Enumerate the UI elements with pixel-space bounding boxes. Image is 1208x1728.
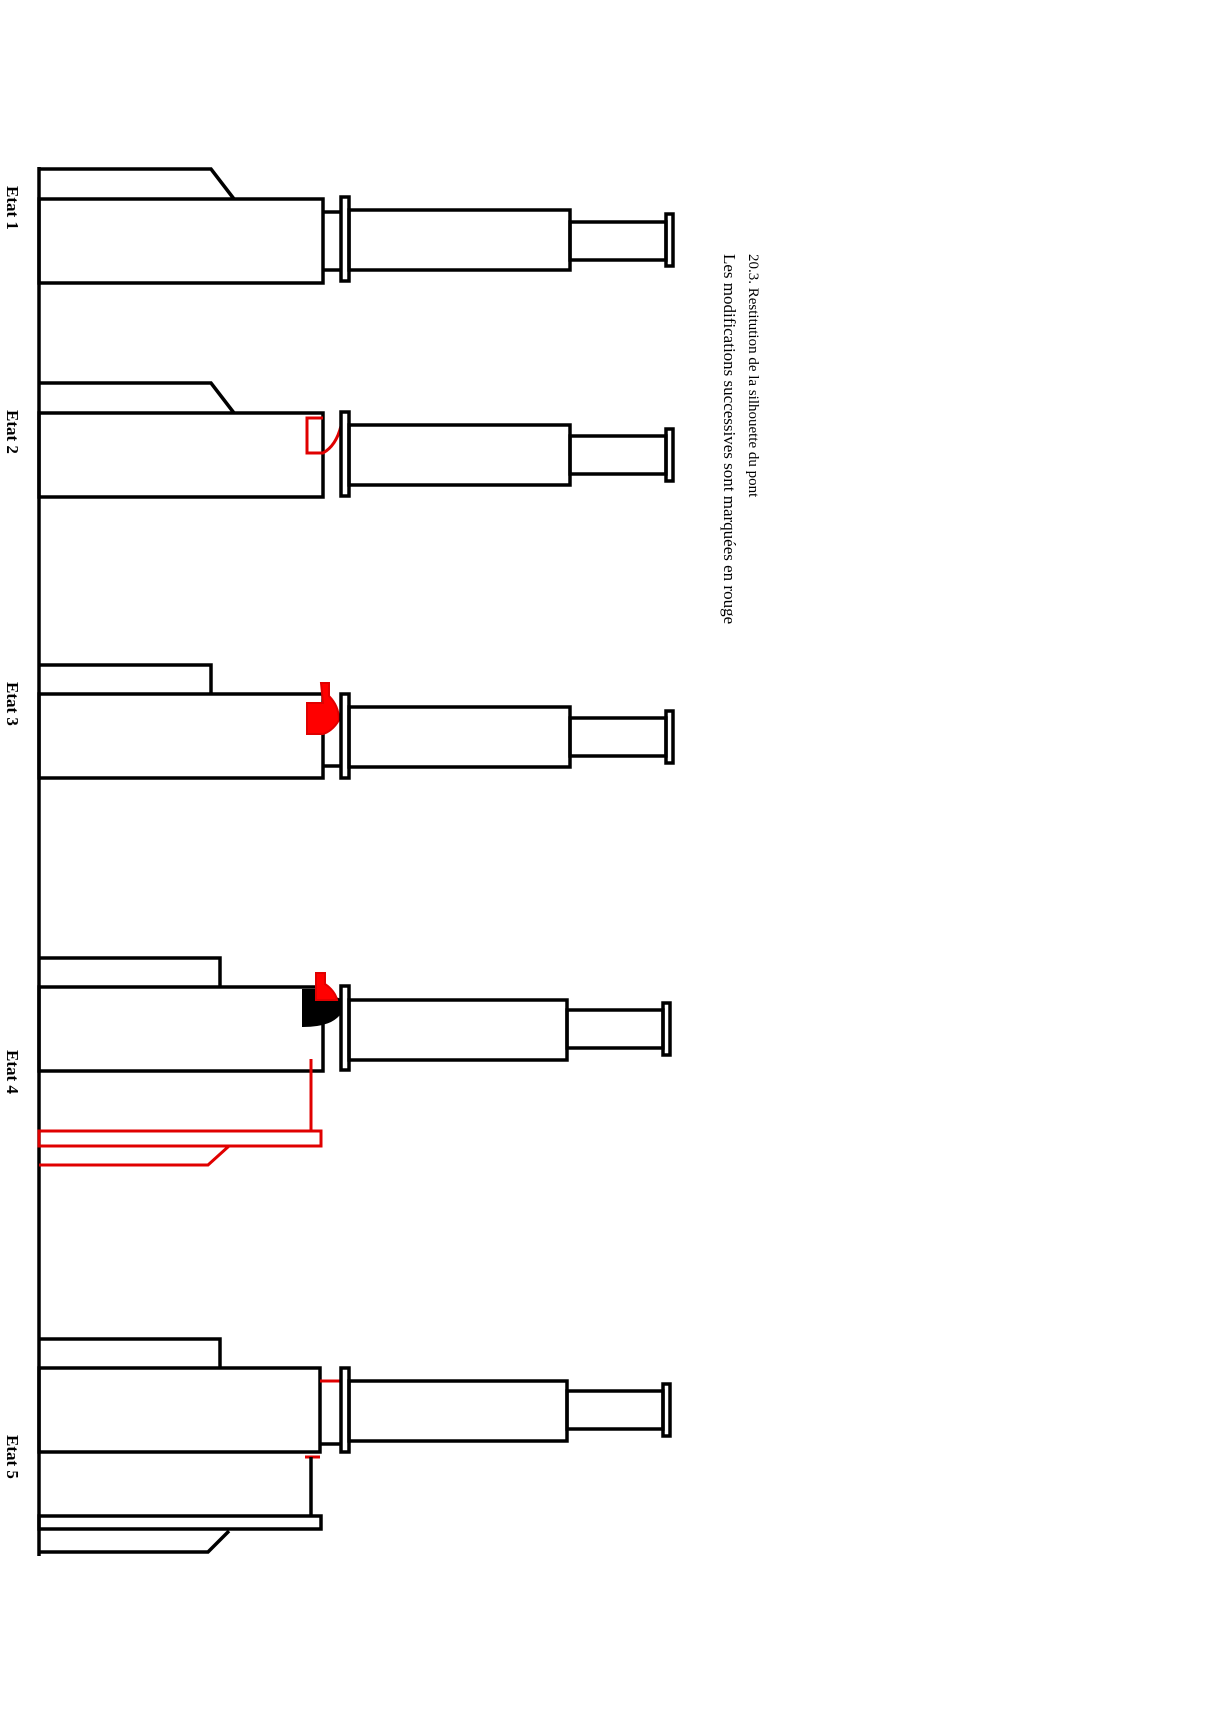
state-4-end-cap bbox=[661, 1001, 672, 1057]
state-4-upper-block bbox=[39, 956, 222, 987]
state-4: Etat 4 bbox=[3, 956, 672, 1167]
state-5-label: Etat 5 bbox=[3, 1435, 22, 1479]
state-4-main-block bbox=[37, 985, 325, 1073]
state-4-label: Etat 4 bbox=[3, 1050, 22, 1094]
state-1-end-cap bbox=[664, 212, 675, 268]
state-3-shaft bbox=[568, 716, 668, 758]
state-1: Etat 1 bbox=[3, 167, 675, 285]
state-4-shaft bbox=[565, 1008, 665, 1050]
state-4-modification-deck bbox=[37, 1129, 323, 1148]
state-2-end-cap bbox=[664, 427, 675, 483]
state-2-main-block bbox=[37, 411, 325, 499]
state-3-end-cap bbox=[664, 709, 675, 765]
caption-line-1: 20.3. Restitution de la silhouette du po… bbox=[745, 254, 761, 498]
state-1-pier bbox=[347, 208, 572, 272]
state-5-end-cap bbox=[661, 1382, 672, 1438]
state-2-shaft bbox=[568, 434, 668, 476]
state-5-main-block bbox=[37, 1366, 322, 1454]
state-5-upper-block bbox=[39, 1337, 222, 1368]
state-3-upper-block bbox=[39, 663, 213, 694]
state-3-modification bbox=[306, 682, 341, 735]
state-5-pier bbox=[347, 1379, 569, 1443]
state-2-upper-block bbox=[39, 381, 236, 415]
state-2-pier bbox=[347, 423, 572, 487]
caption: 20.3. Restitution de la silhouette du po… bbox=[720, 254, 761, 624]
state-4-modification-lower-block bbox=[39, 1144, 231, 1167]
state-5-shaft bbox=[565, 1389, 665, 1431]
state-5-lower-deck bbox=[37, 1514, 323, 1531]
state-3-pier bbox=[347, 705, 572, 769]
state-1-upper-block bbox=[39, 167, 236, 201]
state-5: Etat 5 bbox=[3, 1337, 672, 1554]
state-4-modification-top bbox=[315, 972, 339, 1001]
state-3-main-block bbox=[37, 692, 325, 780]
state-2-label: Etat 2 bbox=[3, 410, 22, 454]
state-2: Etat 2 bbox=[3, 381, 675, 499]
state-1-label: Etat 1 bbox=[3, 186, 22, 230]
state-4-pier bbox=[347, 998, 569, 1062]
state-3: Etat 3 bbox=[3, 663, 675, 780]
state-1-shaft bbox=[568, 220, 668, 262]
state-3-label: Etat 3 bbox=[3, 682, 22, 726]
state-1-main-block bbox=[37, 197, 325, 285]
caption-line-2: Les modifications successives sont marqu… bbox=[720, 254, 739, 624]
state-5-lower-block bbox=[39, 1529, 231, 1554]
